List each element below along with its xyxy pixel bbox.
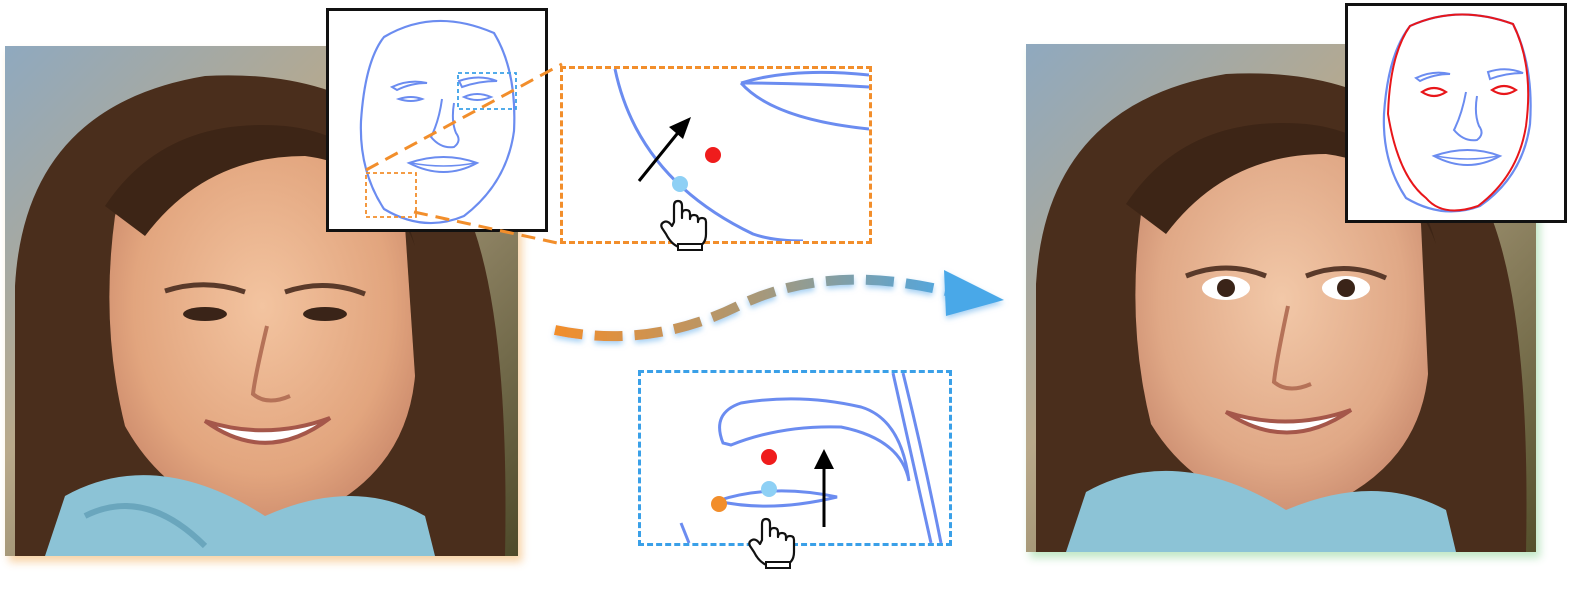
eyebrow-contour (718, 397, 911, 482)
hand-pointer-icon (660, 199, 708, 251)
edited-face-sketch (1382, 13, 1532, 213)
jaw-contour (613, 69, 804, 241)
original-outline (1382, 13, 1532, 213)
face-sketch (359, 19, 517, 225)
handle-point[interactable] (705, 147, 721, 163)
edited-outline (1386, 13, 1530, 212)
eye-handle-point[interactable] (761, 449, 777, 465)
eye-target-point[interactable] (761, 481, 777, 497)
anchor-point[interactable] (711, 496, 727, 512)
eye-contour (711, 489, 838, 508)
jaw-zoom-box (560, 66, 872, 244)
eye-zoom-box (638, 370, 952, 546)
jaw-region-marker (365, 172, 417, 218)
source-sketch-inset (326, 8, 548, 232)
hand-pointer-icon (748, 517, 796, 569)
edited-sketch-inset (1345, 3, 1567, 223)
edited-left-eye (1420, 86, 1448, 98)
drag-arrow-icon (637, 128, 683, 182)
target-point[interactable] (672, 176, 688, 192)
edited-right-eye (1490, 84, 1518, 96)
